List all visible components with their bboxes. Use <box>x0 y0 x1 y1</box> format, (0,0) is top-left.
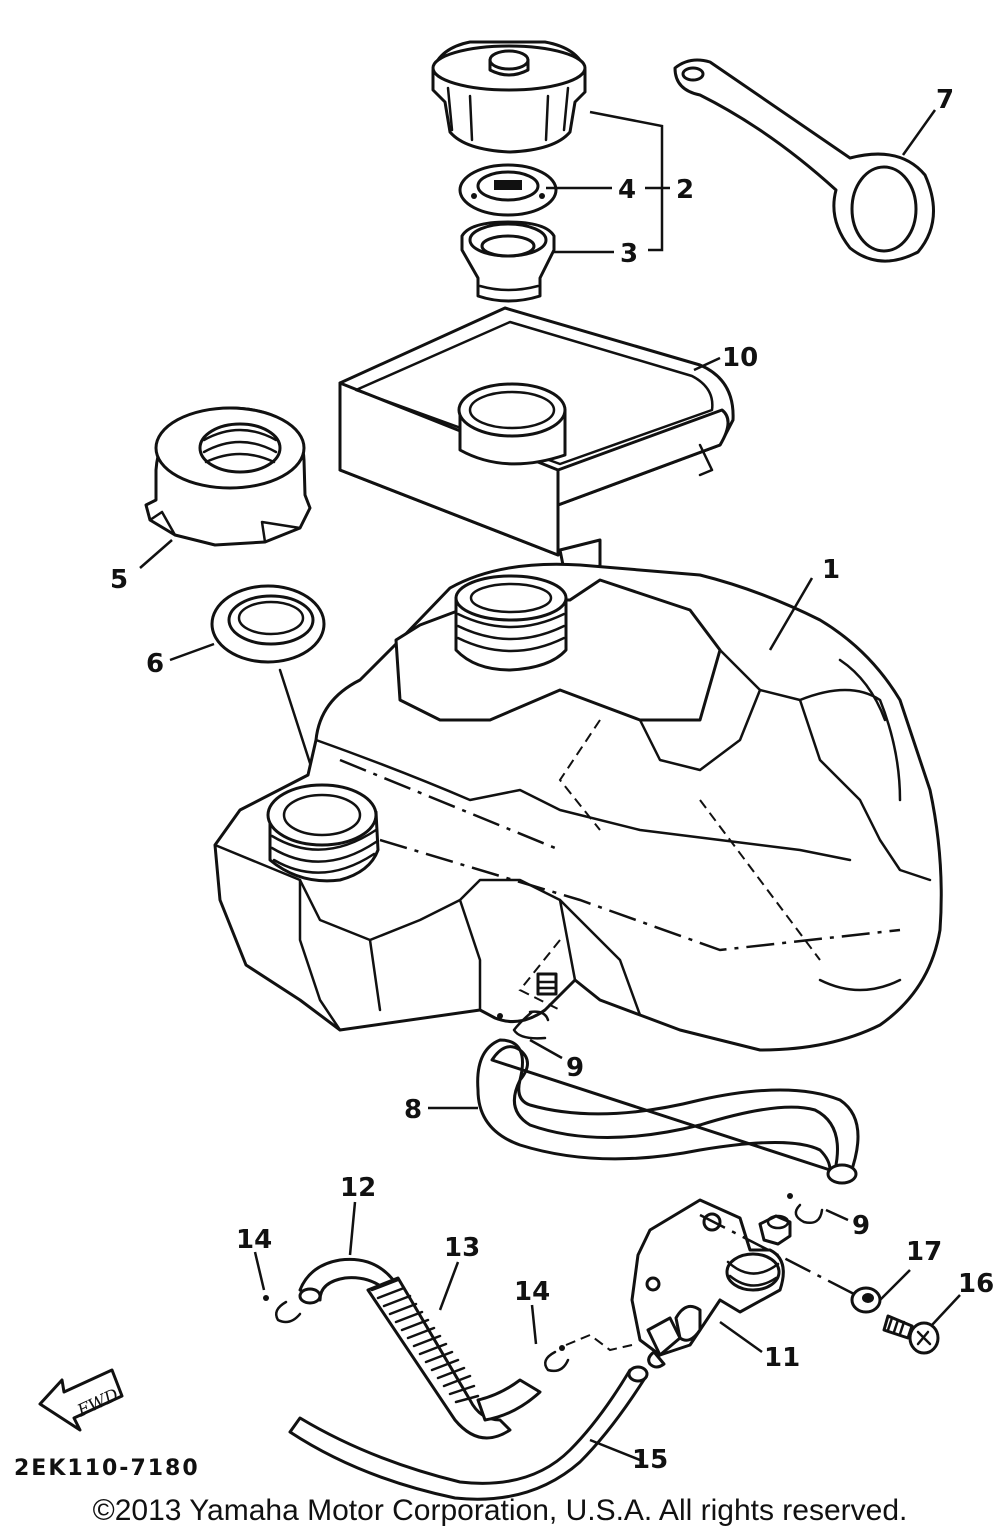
diagram-code: 2EK110-7180 <box>14 1456 200 1481</box>
callout-11: 11 <box>764 1343 800 1373</box>
copyright-notice: ©2013 Yamaha Motor Corporation, U.S.A. A… <box>92 1494 908 1527</box>
callout-17: 17 <box>906 1237 942 1267</box>
callout-5: 5 <box>110 565 128 595</box>
screw <box>882 1314 940 1355</box>
fuel-cap <box>431 40 587 154</box>
callout-1: 1 <box>822 555 840 585</box>
callout-9-lower: 9 <box>852 1211 870 1241</box>
fwd-arrow-icon: FWD <box>38 1368 124 1432</box>
cap-neck <box>460 220 556 303</box>
auxiliary-cap <box>144 406 312 547</box>
tank-cover <box>338 306 735 577</box>
callout-10: 10 <box>722 343 758 373</box>
cap-strap <box>673 58 935 263</box>
hose-spring <box>366 1276 542 1440</box>
callout-3: 3 <box>620 239 638 269</box>
callout-8: 8 <box>404 1095 422 1125</box>
fuel-hose <box>476 1038 860 1185</box>
callout-4: 4 <box>618 175 636 205</box>
hose-clip-lower <box>787 1193 824 1224</box>
callout-15: 15 <box>632 1445 668 1475</box>
callout-6: 6 <box>146 649 164 679</box>
hose-clip-right <box>530 1304 570 1373</box>
washer <box>850 1286 882 1314</box>
hose-clip-upper <box>497 1010 550 1040</box>
fuel-cock <box>630 1198 859 1369</box>
overflow-hose <box>288 1333 649 1501</box>
callout-7: 7 <box>936 85 954 115</box>
cap-gasket <box>458 163 558 217</box>
callout-2: 2 <box>676 175 694 205</box>
fuel-tank <box>213 562 943 1052</box>
callout-14-right: 14 <box>514 1277 550 1307</box>
callout-9-upper: 9 <box>566 1053 584 1083</box>
hose-clip-left <box>253 1251 302 1324</box>
callout-13: 13 <box>444 1233 480 1263</box>
callout-16: 16 <box>958 1269 994 1299</box>
callout-14-left: 14 <box>236 1225 272 1255</box>
cap-seal <box>210 584 326 664</box>
callout-12: 12 <box>340 1173 376 1203</box>
